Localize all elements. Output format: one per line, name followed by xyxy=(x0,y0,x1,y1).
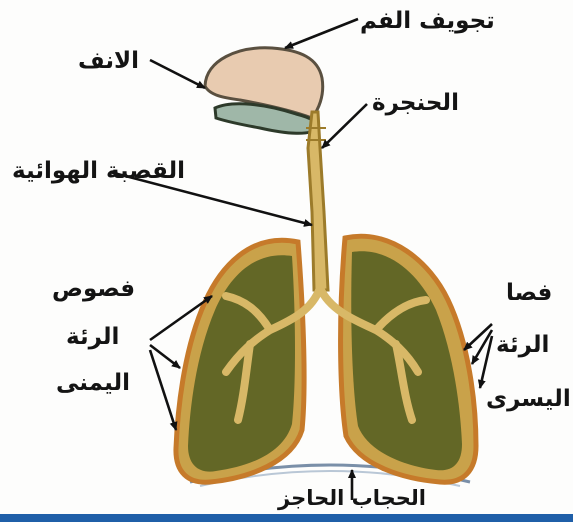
label-diaphragm: الحجاب الحاجز xyxy=(278,488,426,509)
right-lung xyxy=(176,240,304,482)
bottom-border xyxy=(0,514,573,522)
label-left-lung-line-3: اليسرى xyxy=(486,388,571,411)
trachea xyxy=(306,112,328,290)
label-right-lung-line-1: فصوص xyxy=(52,278,135,301)
label-right-lung-line-2: الرئة xyxy=(66,326,119,349)
label-nose: الانف xyxy=(78,50,139,73)
label-right-lung-line-3: اليمنى xyxy=(56,372,130,395)
label-left-lung-line-2: الرئة xyxy=(496,334,549,357)
label-trachea: القصبة الهوائية xyxy=(12,160,185,183)
label-larynx: الحنجرة xyxy=(372,92,459,115)
label-mouth-cavity: تجويف الفم xyxy=(360,10,495,33)
label-left-lung-line-1: فصا xyxy=(506,282,552,305)
